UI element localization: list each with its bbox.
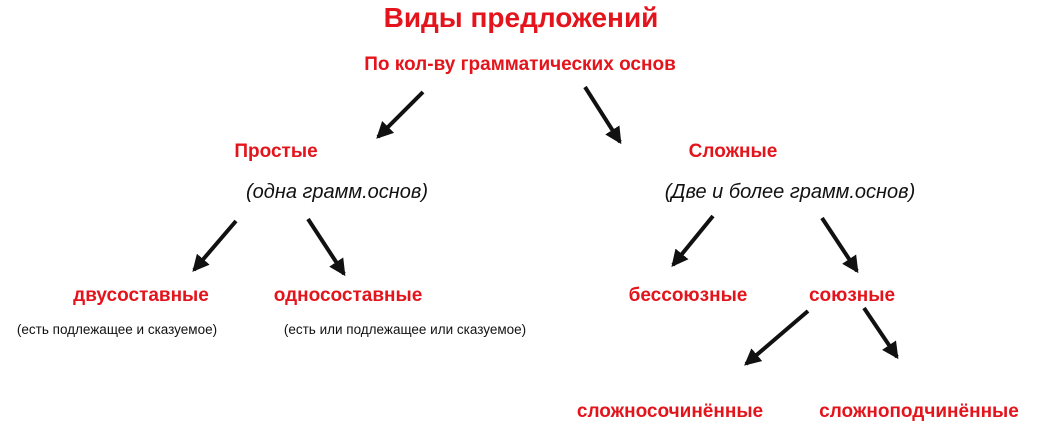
arrow-to-complex bbox=[583, 85, 622, 145]
arrow-to-one-part bbox=[306, 217, 346, 277]
diagram-title: Виды предложений bbox=[383, 2, 659, 33]
arrow-to-simple bbox=[376, 90, 425, 139]
diagram-subtitle: По кол-ву грамматических основ bbox=[364, 54, 676, 75]
node-asyndetic: бессоюзные bbox=[628, 285, 748, 306]
arrow-to-complex-sub bbox=[862, 306, 899, 360]
arrow-to-compound bbox=[744, 309, 810, 366]
arrow-to-conjunctive bbox=[820, 216, 859, 274]
note-one-part: (есть или подлежащее или сказуемое) bbox=[283, 322, 527, 337]
note-two-part: (есть подлежащее и сказуемое) bbox=[16, 322, 218, 337]
node-compound: сложносочинённые bbox=[576, 401, 764, 422]
node-conjunctive: союзные bbox=[808, 285, 896, 306]
note-complex: (Две и более грамм.основ) bbox=[664, 181, 916, 203]
node-complex-subordinate: сложноподчинённые bbox=[819, 401, 1019, 422]
node-two-part: двусоставные bbox=[73, 285, 209, 306]
node-complex: Сложные bbox=[688, 141, 778, 162]
node-simple: Простые bbox=[234, 141, 318, 162]
arrow-to-two-part bbox=[192, 219, 238, 272]
node-one-part: односоставные bbox=[273, 285, 423, 306]
note-simple: (одна грамм.основ) bbox=[246, 181, 428, 203]
arrow-to-asyndetic bbox=[671, 214, 715, 267]
